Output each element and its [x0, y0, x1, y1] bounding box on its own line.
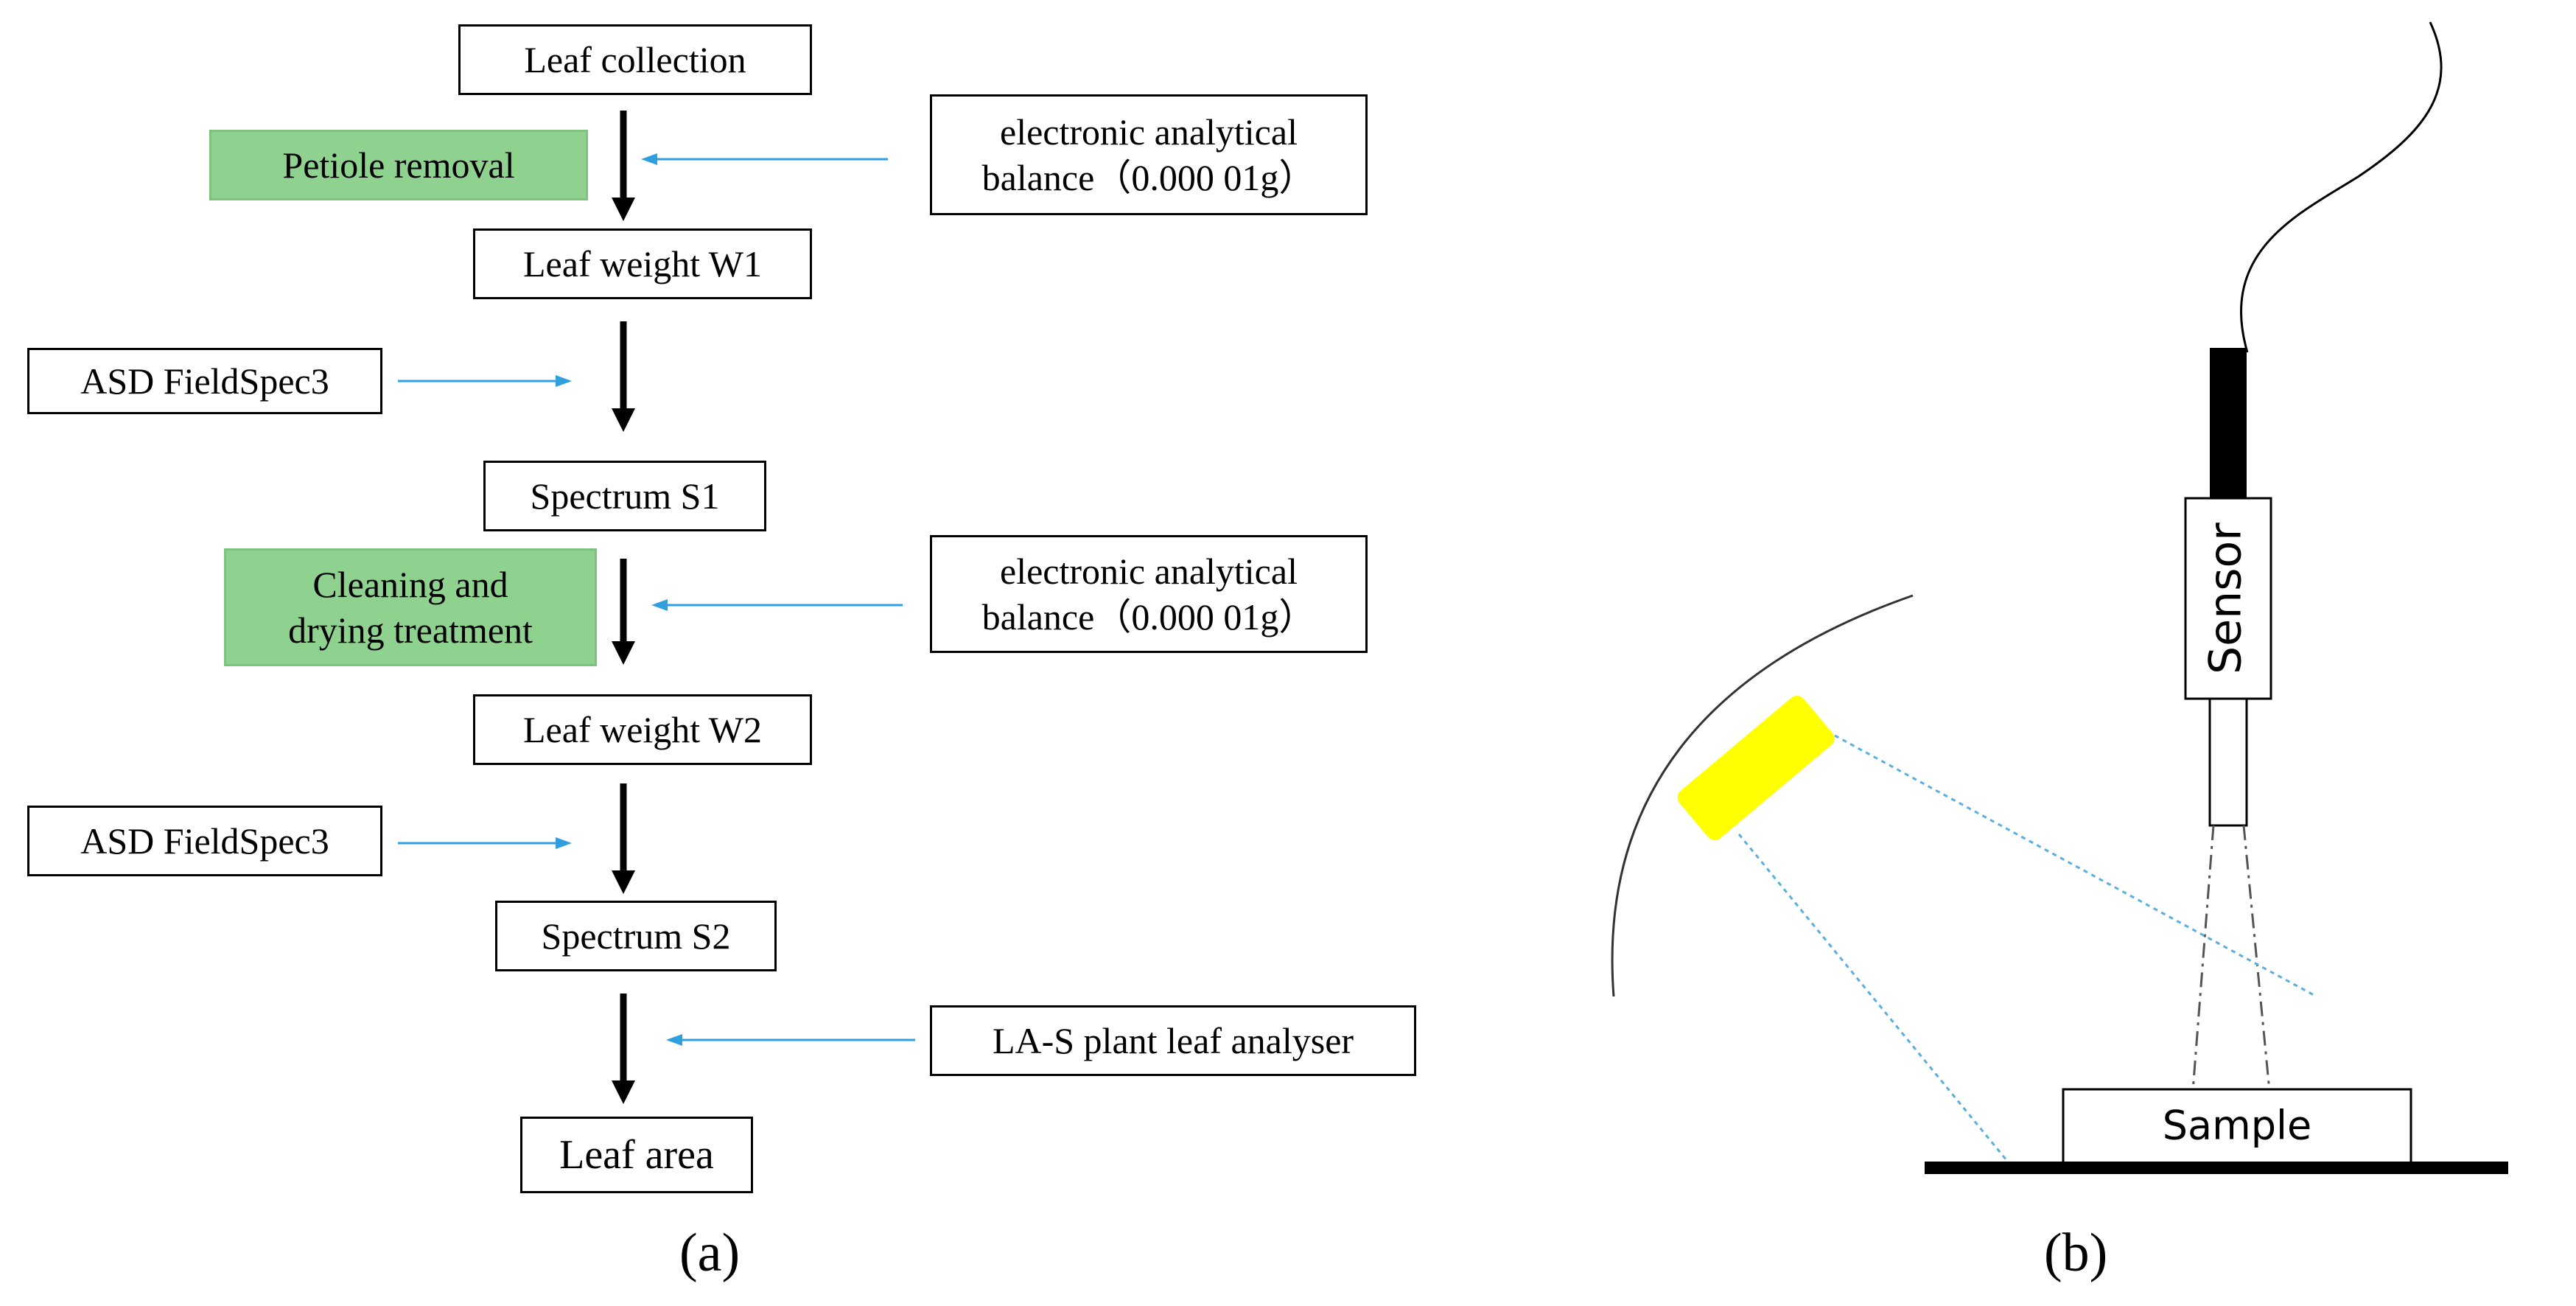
leaf-weight-w2-box: Leaf weight W2 [473, 694, 812, 765]
balance-1-label-line1: electronic analytical [1000, 111, 1298, 153]
petiole-removal-box: Petiole removal [209, 130, 588, 200]
leaf-weight-w1-label: Leaf weight W1 [523, 242, 762, 284]
black-arrow-5 [612, 994, 635, 1104]
spectrum-s2-box: Spectrum S2 [495, 901, 777, 971]
cleaning-drying-box: Cleaning and drying treatment [224, 548, 597, 666]
sensor-lens-tube [2208, 697, 2248, 827]
asd-fieldspec3-2-label: ASD FieldSpec3 [80, 820, 329, 862]
lamp-reflector-arc [1611, 594, 1914, 997]
leaf-weight-w2-label: Leaf weight W2 [523, 708, 762, 750]
asd-fieldspec3-box-1: ASD FieldSpec3 [27, 348, 382, 414]
balance-box-2: electronic analytical balance（0.000 01g） [930, 535, 1368, 653]
leaf-area-label: Leaf area [559, 1132, 714, 1178]
leaf-collection-label: Leaf collection [524, 38, 746, 80]
asd-fieldspec3-box-2: ASD FieldSpec3 [27, 806, 382, 876]
leaf-analyser-box: LA-S plant leaf analyser [930, 1005, 1416, 1076]
black-arrow-2 [612, 321, 635, 432]
balance-2-label-line1: electronic analytical [1000, 550, 1298, 592]
light-ray-upper [1834, 734, 2314, 996]
cleaning-drying-label-line2: drying treatment [288, 610, 533, 651]
panel-a-caption: (a) [679, 1223, 741, 1283]
sample-label: Sample [2163, 1103, 2311, 1149]
leaf-area-box: Leaf area [520, 1117, 753, 1193]
blue-arrow-asd2 [398, 837, 572, 849]
panel-b-caption: (b) [2044, 1223, 2108, 1283]
spectrum-s2-label: Spectrum S2 [541, 915, 731, 957]
balance-box-1: electronic analytical balance（0.000 01g） [930, 94, 1368, 215]
balance-2-label-line2: balance（0.000 01g） [981, 596, 1316, 638]
sensor-label: Sensor [2200, 523, 2252, 674]
asd-fieldspec3-1-label: ASD FieldSpec3 [80, 360, 329, 402]
blue-arrow-analyser [666, 1034, 915, 1046]
blue-arrow-balance2 [651, 599, 903, 611]
light-ray-lower [1737, 834, 2012, 1165]
black-arrow-3 [612, 559, 635, 665]
spectrum-s1-box: Spectrum S1 [483, 461, 766, 531]
leaf-analyser-label: LA-S plant leaf analyser [992, 1019, 1354, 1061]
black-arrow-4 [612, 783, 635, 894]
cleaning-drying-label-line1: Cleaning and [312, 563, 508, 605]
probe-head [2210, 348, 2247, 498]
balance-1-label-line2: balance（0.000 01g） [981, 157, 1316, 198]
blue-arrow-balance1 [641, 153, 888, 165]
base-platform [1925, 1162, 2508, 1174]
sensor-cable [2240, 21, 2443, 353]
petiole-removal-label: Petiole removal [282, 144, 515, 186]
leaf-collection-box: Leaf collection [458, 24, 812, 95]
black-arrow-1 [612, 111, 635, 221]
blue-arrow-asd1 [398, 375, 572, 387]
field-of-view-left [2191, 825, 2215, 1092]
spectrum-s1-label: Spectrum S1 [530, 475, 720, 517]
leaf-weight-w1-box: Leaf weight W1 [473, 228, 812, 299]
light-source-lamp [1677, 696, 1835, 840]
